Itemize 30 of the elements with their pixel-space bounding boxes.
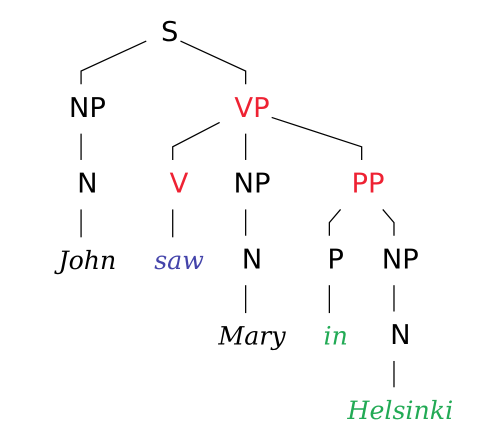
connector xyxy=(271,116,362,160)
node-text: S xyxy=(160,16,178,48)
connector xyxy=(245,134,246,160)
connector xyxy=(80,40,147,84)
node-text: NP xyxy=(382,244,419,276)
connector xyxy=(393,285,395,312)
node-text: N xyxy=(242,244,262,276)
connector xyxy=(328,285,330,314)
node-text: P xyxy=(327,244,344,276)
node-text: V xyxy=(170,168,188,200)
connector xyxy=(328,209,342,236)
node-text: Helsinki xyxy=(347,396,454,426)
node-text: NP xyxy=(233,168,270,200)
connector xyxy=(382,209,395,236)
node-text: VP xyxy=(234,92,270,124)
node-text: in xyxy=(323,322,348,351)
node-text: NP xyxy=(68,92,106,124)
connector xyxy=(172,209,174,238)
node-text: saw xyxy=(154,246,204,276)
connector xyxy=(245,209,246,236)
node-text: N xyxy=(77,168,98,200)
connector xyxy=(80,134,82,160)
connector xyxy=(180,40,246,84)
connector xyxy=(80,209,82,238)
node-text: N xyxy=(390,320,411,352)
connector xyxy=(245,285,246,314)
node-text: PP xyxy=(351,168,384,200)
node-text: Mary xyxy=(218,322,286,351)
connector xyxy=(172,122,220,160)
connector xyxy=(393,360,395,388)
